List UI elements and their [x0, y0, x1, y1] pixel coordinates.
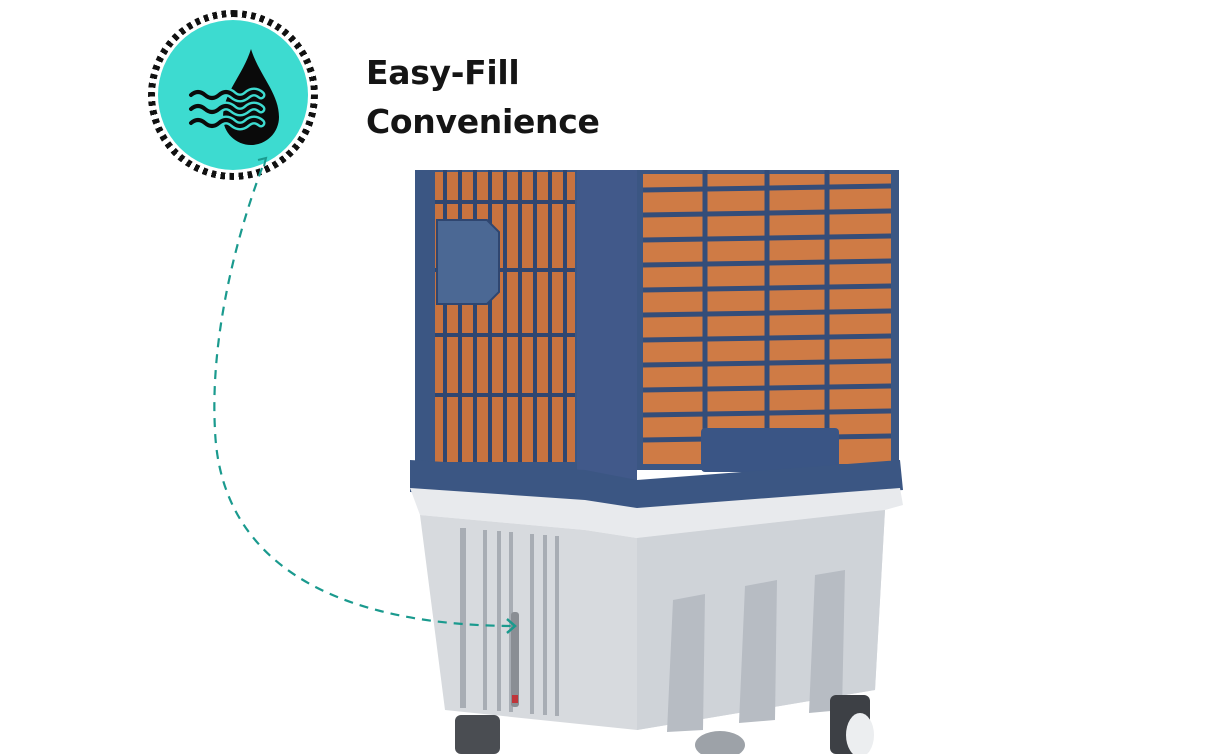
feature-title-line1: Easy-Fill [366, 53, 520, 92]
feature-title-line2: Convenience [366, 102, 600, 141]
feature-title: Easy-Fill Convenience [366, 48, 600, 146]
water-drop-waves-icon [186, 49, 279, 145]
air-cooler-image [410, 170, 903, 754]
feature-badge [148, 10, 318, 180]
